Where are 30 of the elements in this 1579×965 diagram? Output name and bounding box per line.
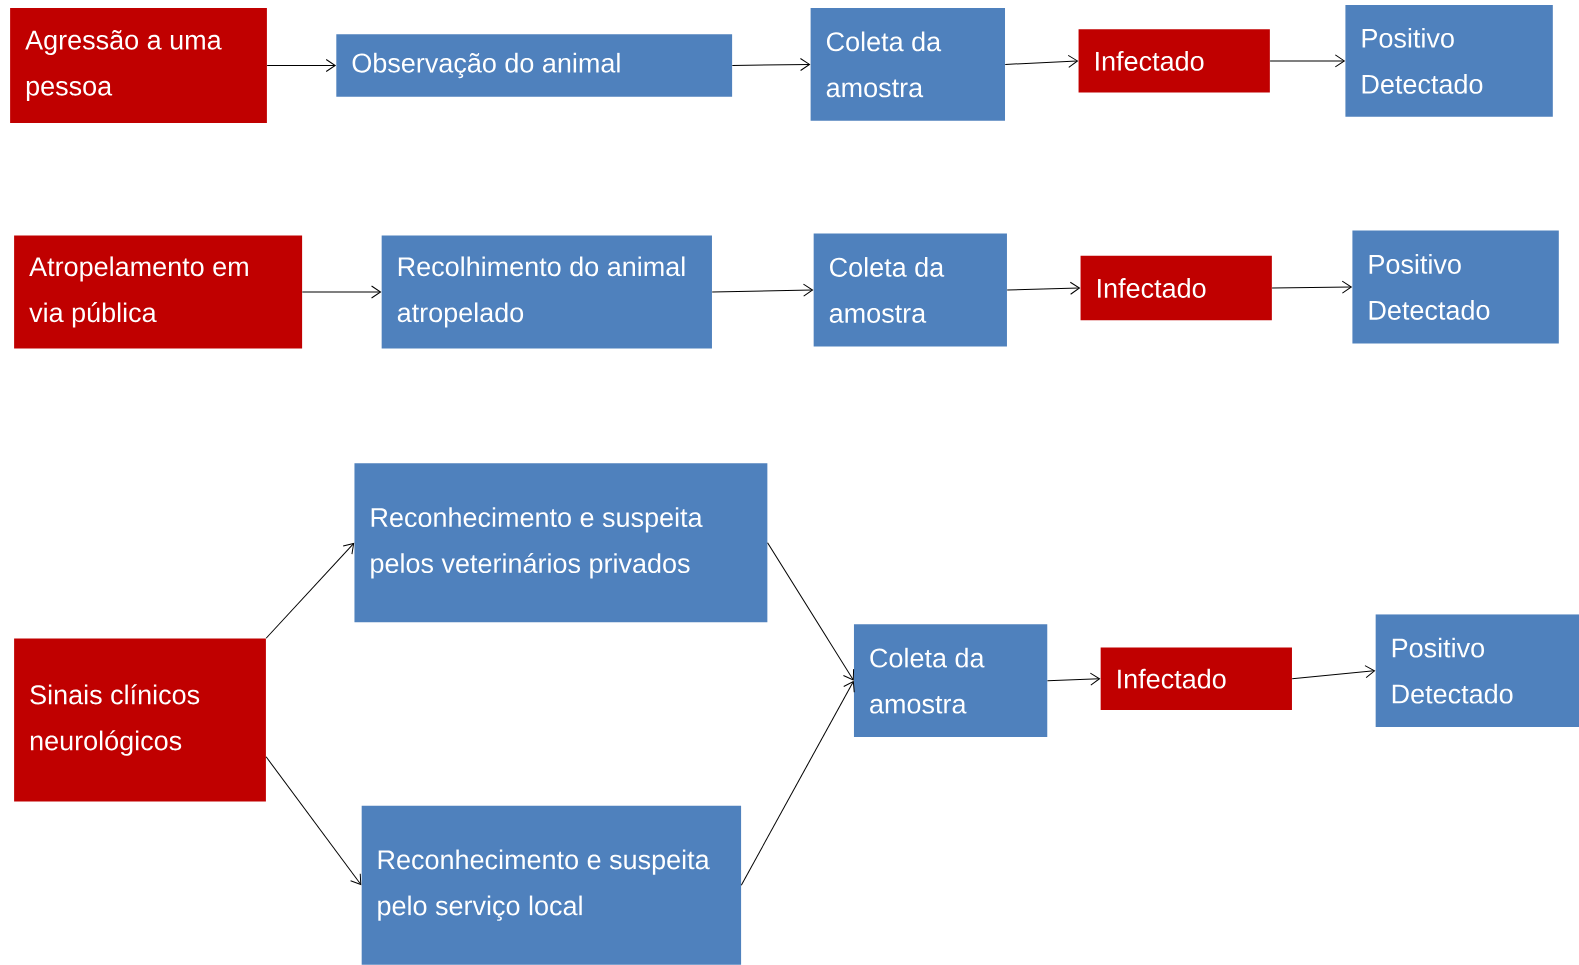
process-box: Coleta da amostra (810, 8, 1005, 121)
cause-box: Agressão a uma pessoa (10, 8, 267, 123)
arrow (301, 285, 382, 299)
arrow (711, 283, 814, 297)
arrow (1046, 672, 1101, 686)
result-box: Infectado (1100, 647, 1292, 710)
process-box: Recolhimento do animal atropelado (381, 235, 712, 349)
arrow (740, 681, 855, 886)
arrow (731, 58, 810, 72)
arrow (1271, 280, 1352, 294)
arrow (1291, 665, 1375, 680)
cause-box: Atropelamento em via pública (14, 235, 303, 349)
arrow (767, 542, 855, 681)
process-box: Positivo Detectado (1375, 614, 1579, 728)
process-box: Reconhecimento e suspeita pelo serviço local (361, 805, 742, 965)
arrow (1269, 54, 1345, 68)
result-box: Infectado (1078, 29, 1270, 93)
arrow (266, 59, 336, 72)
arrow (1006, 281, 1080, 295)
arrow (1004, 54, 1078, 68)
process-box: Coleta da amostra (813, 233, 1007, 347)
arrow (265, 756, 362, 885)
cause-box: Sinais clínicos neurológicos (14, 638, 266, 802)
process-box: Coleta da amostra (853, 624, 1048, 738)
result-box: Infectado (1080, 255, 1272, 321)
arrow (265, 542, 355, 639)
process-box: Observação do animal (336, 34, 733, 97)
process-box: Reconhecimento e suspeita pelos veterinários privados (354, 463, 768, 623)
process-box: Positivo Detectado (1352, 230, 1559, 344)
process-box: Positivo Detectado (1345, 5, 1553, 117)
